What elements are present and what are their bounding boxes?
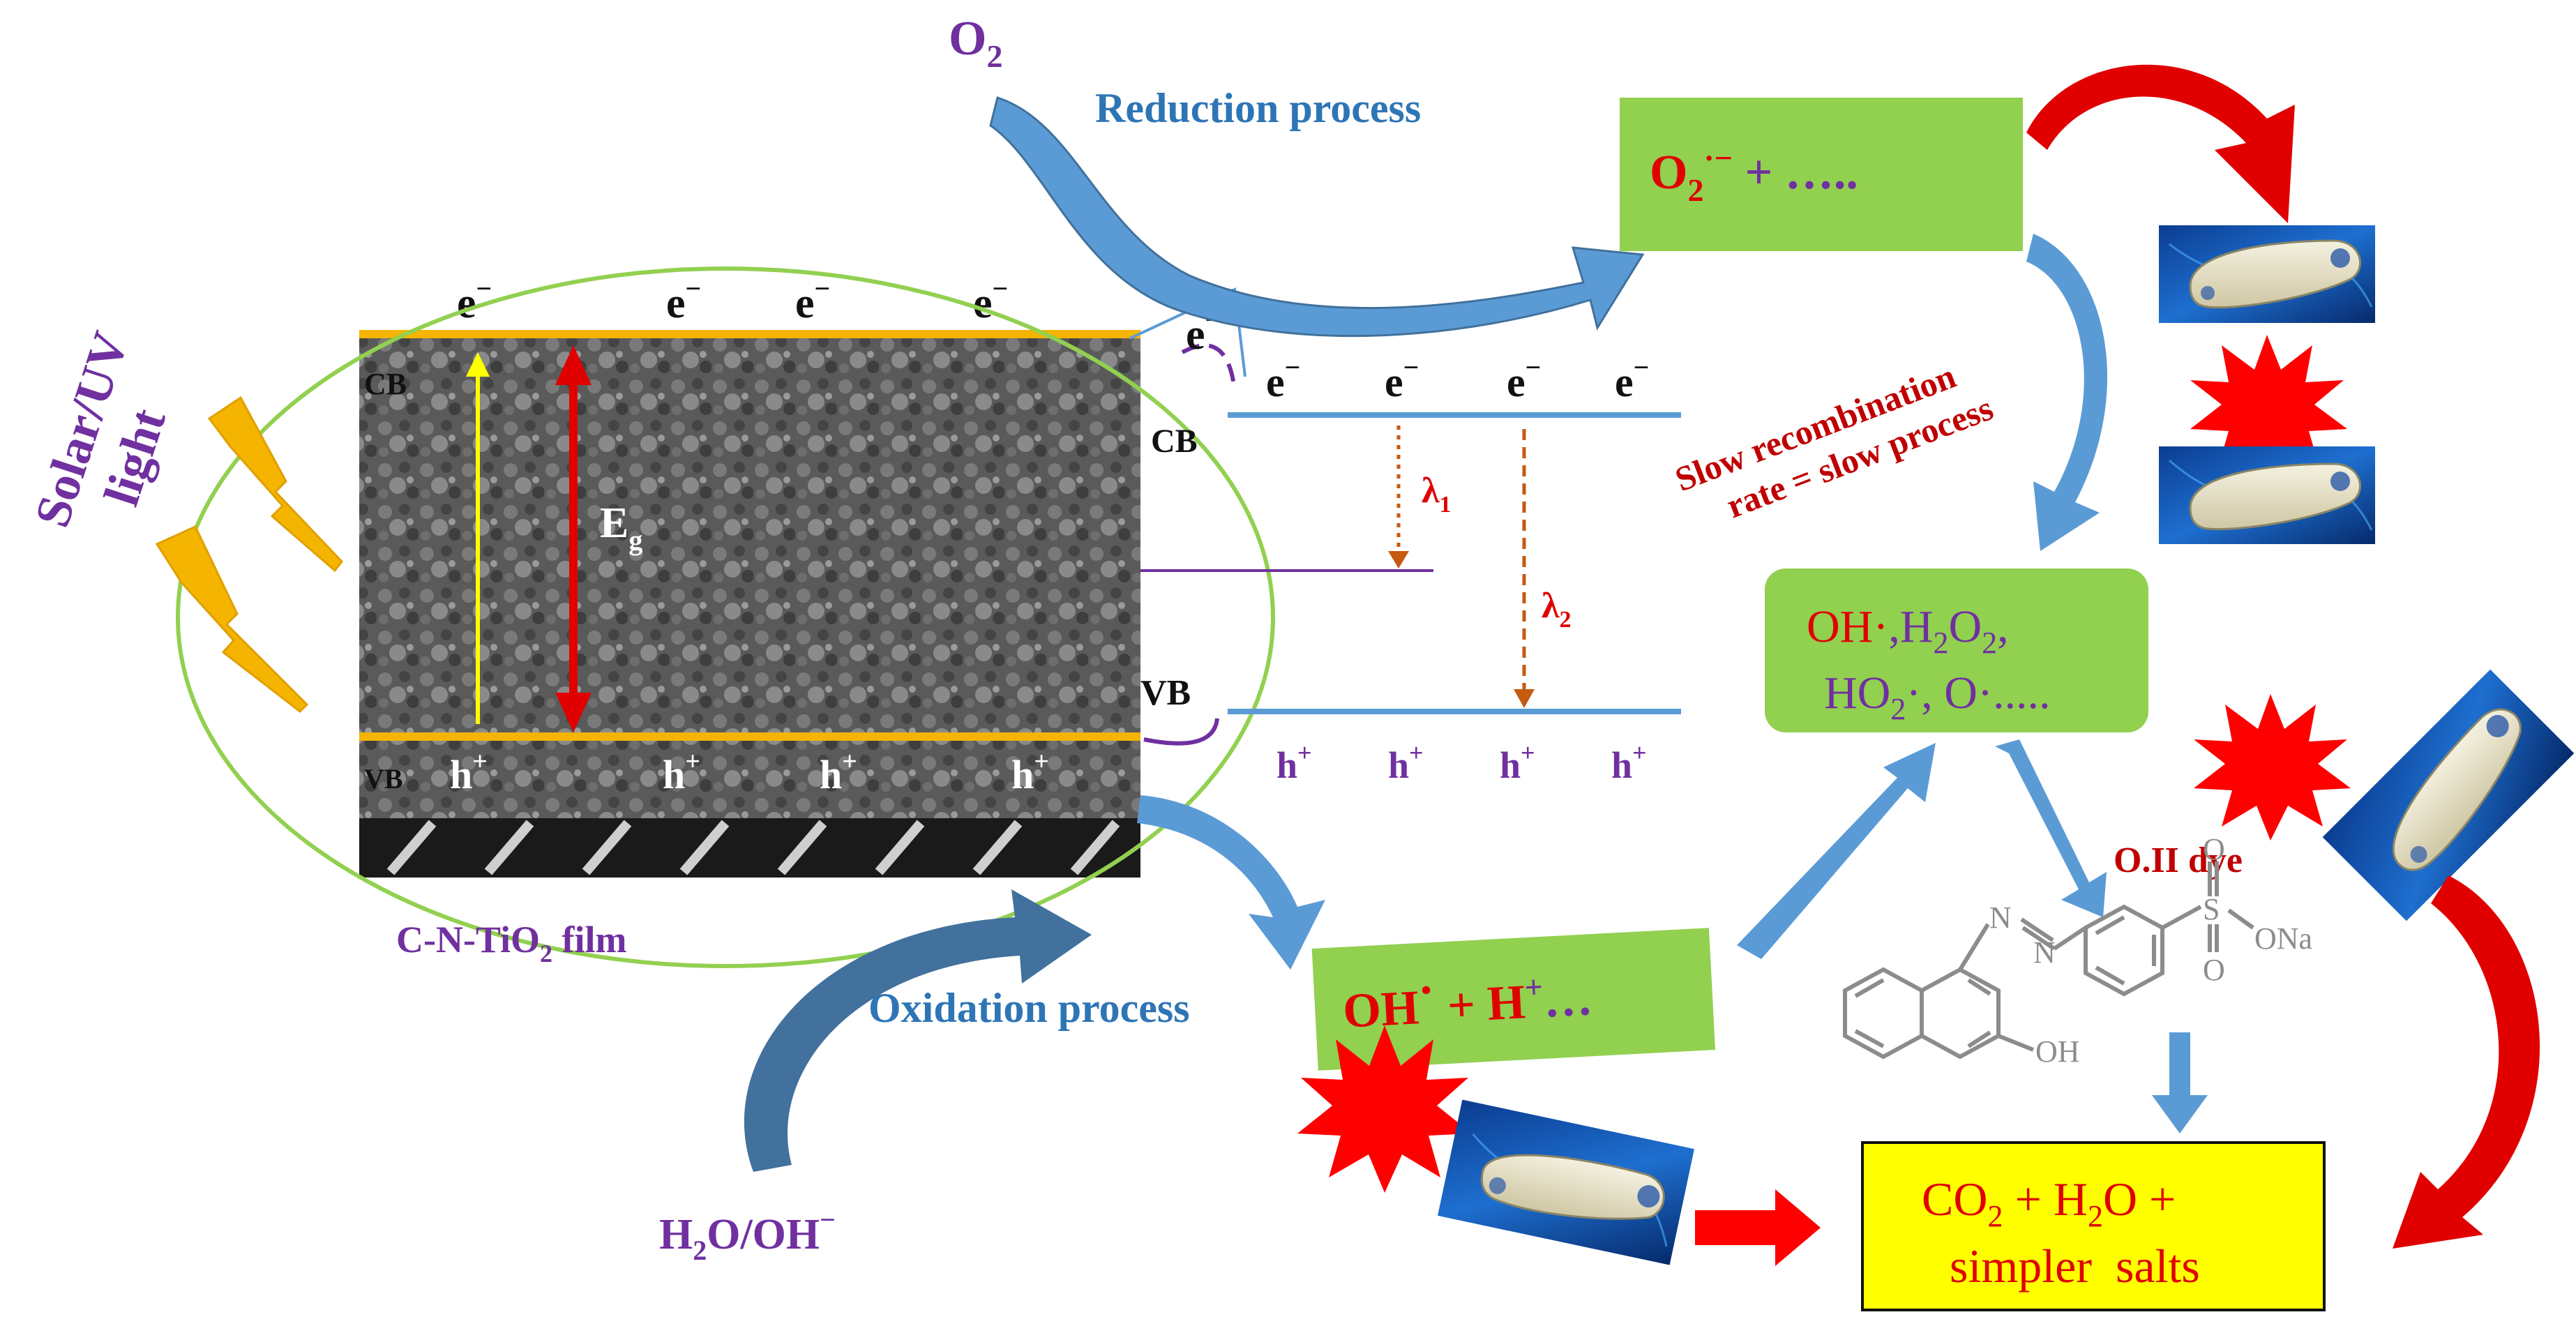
- oxidation-label: Oxidation process: [868, 985, 1190, 1031]
- recombination-label: Slow recombinationrate = slow process: [1670, 348, 1998, 540]
- oh-box-group: OH· + H+…: [1311, 928, 1716, 1071]
- reduction-label: Reduction process: [1095, 85, 1421, 131]
- band-diagram: CB VB e− e− e− e− e− h+ h+ h+ h+ λ1 λ2: [1129, 287, 1681, 786]
- bacteria-to-products-arrow: [1695, 1189, 1821, 1266]
- electron-transfer-wedge: [1129, 287, 1246, 377]
- radicals-to-dye-arrow: [1995, 739, 2107, 917]
- damage-starburst-icon: [1297, 1025, 1472, 1193]
- bacteria-image-rotated: [2322, 669, 2575, 921]
- film-vb-label: VB: [364, 763, 403, 794]
- band-cb-label: CB: [1151, 423, 1198, 460]
- electron-label: e−: [795, 273, 830, 327]
- hole-label: h+: [663, 747, 700, 797]
- hole-label: h+: [1611, 739, 1647, 786]
- film-cb-line: [359, 330, 1140, 338]
- electron-label: e−: [666, 273, 701, 327]
- band-vb-label: VB: [1140, 673, 1191, 713]
- radicals-line1: OH·,H2O2,: [1807, 601, 2009, 660]
- dye-atom-n: N: [1989, 901, 2012, 935]
- products-line2: simpler salts: [1950, 1240, 2200, 1293]
- electron-label: e−: [1385, 352, 1419, 405]
- oh-box: [1311, 928, 1716, 1071]
- lambda2-arrow-head: [1514, 689, 1535, 708]
- lightning-bolt-icon: [155, 525, 309, 713]
- water-oxidation-curved-arrow: [744, 889, 1092, 1172]
- superoxide-box: [1620, 98, 2023, 251]
- electron-label: e−: [1507, 352, 1541, 405]
- hole-label: h+: [1011, 747, 1049, 797]
- band-electrons: e− e− e− e−: [1266, 352, 1649, 405]
- o2-label: O2: [949, 12, 1002, 74]
- damage-starburst-icon: [2190, 335, 2347, 481]
- to-radicals-curved-arrow: [2026, 234, 2108, 551]
- film-holes: h+ h+ h+ h+: [450, 747, 1049, 797]
- lambda2-label: λ2: [1542, 586, 1572, 633]
- dye-atom-o: O: [2203, 953, 2225, 987]
- film-outline-ellipse: [176, 266, 1275, 968]
- film-electrons: e− e− e− e−: [457, 273, 1008, 327]
- h2o-label: H2O/OH−: [659, 1204, 836, 1266]
- film-caption: C-N-TiO2 film: [396, 919, 627, 967]
- dye-atom-ona: ONa: [2254, 921, 2312, 956]
- film-vb-line: [359, 732, 1140, 741]
- dye-label: O.II dye: [2114, 841, 2243, 880]
- hole-label: h+: [820, 747, 857, 797]
- orange-ii-structure: [1843, 861, 2254, 1060]
- radicals-line2: HO2·, O·.....: [1824, 668, 2050, 726]
- dye-atom-o: O: [2203, 832, 2225, 866]
- light-label: Solar/UVlight: [24, 325, 195, 552]
- bacteria-image-top: [2159, 225, 2375, 323]
- dye-atom-labels: N N OH S O O ONa: [1989, 832, 2312, 1069]
- dye-to-products-arrow: [2152, 1032, 2208, 1134]
- reduction-curved-arrow: [989, 96, 1645, 338]
- eg-arrow-head-top: [555, 345, 592, 385]
- film-cb-label: CB: [364, 367, 407, 401]
- dye-atom-s: S: [2203, 892, 2220, 926]
- eg-label: Eg: [600, 499, 642, 556]
- products-line1: CO2 + H2O +: [1922, 1173, 2176, 1233]
- attack-arrow-right: [2393, 875, 2540, 1249]
- lambda1-label: λ1: [1422, 471, 1452, 518]
- bacteria-image-bottom: [1438, 1099, 1694, 1265]
- radicals-box: [1765, 568, 2148, 732]
- sem-substrate: [359, 818, 1140, 878]
- hole-label: h+: [1388, 739, 1424, 786]
- hole-label: h+: [1276, 739, 1312, 786]
- cb-connector-arc: [1181, 343, 1237, 391]
- eg-arrow-head-bottom: [555, 693, 592, 732]
- vb-connector-arc: [1143, 718, 1219, 746]
- electron-label: e−: [973, 273, 1008, 327]
- dye-atom-oh: OH: [2035, 1034, 2080, 1069]
- oh-to-radicals-arrow: [1737, 743, 1936, 959]
- hole-label: h+: [1500, 739, 1535, 786]
- electron-label: e−: [1615, 352, 1649, 405]
- bacteria-image-middle: [2159, 446, 2375, 544]
- dye-atom-n: N: [2033, 935, 2056, 970]
- hole-label: h+: [450, 747, 488, 797]
- damage-starburst-icon: [2194, 694, 2351, 841]
- film-to-oh-curved-arrow: [1137, 795, 1325, 970]
- attack-arrow-top: [2026, 64, 2295, 223]
- superoxide-text: O2·− + …..: [1650, 140, 1858, 208]
- lambda1-arrow-head: [1388, 551, 1409, 568]
- products-box: [1861, 1141, 2326, 1311]
- substrate-wires: [386, 820, 1120, 875]
- excitation-arrow-head: [466, 352, 490, 377]
- lightning-bolt-icon: [207, 396, 343, 573]
- electron-label: e−: [457, 273, 492, 327]
- band-holes: h+ h+ h+ h+: [1276, 739, 1647, 786]
- oh-box-text: OH· + H+…: [1341, 955, 1594, 1039]
- film-region: Eg CB VB e− e− e− e− h+ h+ h+ h+ C-N-TiO…: [176, 266, 1275, 968]
- electron-label: e−: [1266, 352, 1300, 405]
